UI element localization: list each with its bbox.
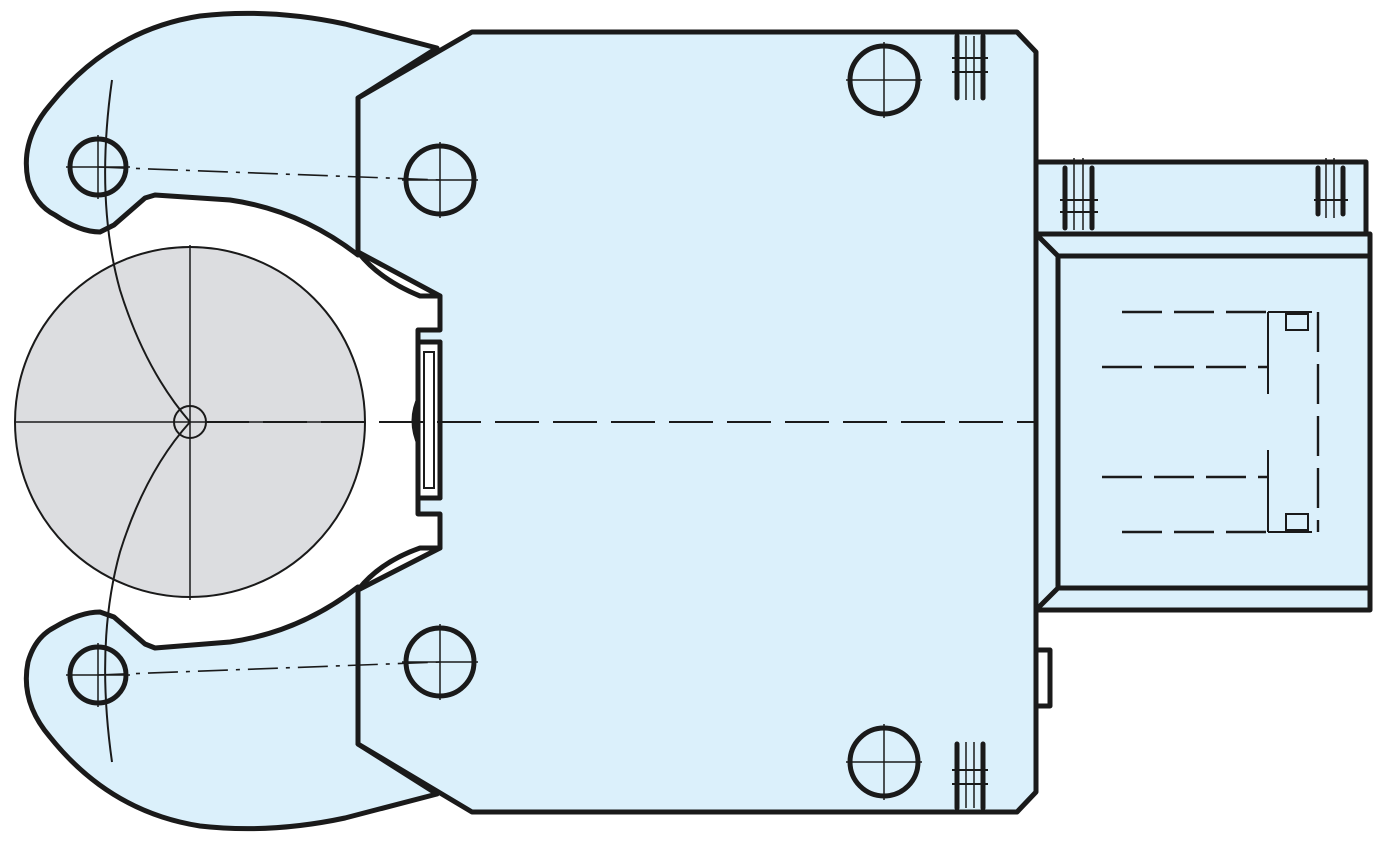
housing-side-notch <box>1033 647 1053 709</box>
upper-swing-arc <box>104 79 191 423</box>
upper-jaw <box>23 10 440 258</box>
housing-thread-lower <box>952 741 988 811</box>
upper-pivot-line <box>97 166 441 181</box>
lower-jaw-pivot-bolt <box>66 643 130 707</box>
drive-body-inner <box>1033 231 1373 613</box>
drive-top-plate-thread-left <box>1060 158 1098 231</box>
drive-top-plate-thread-right <box>1314 158 1348 218</box>
center-pad-inner <box>423 351 435 489</box>
lower-pivot-line <box>97 661 441 676</box>
center-pad <box>415 339 443 501</box>
drive-hidden-details <box>1102 310 1320 534</box>
lower-jaw-contact <box>355 545 443 593</box>
upper-jaw-pivot-bolt <box>66 135 130 199</box>
upper-jaw-contact <box>355 249 443 299</box>
housing-bolt-upper-right <box>846 42 922 118</box>
lower-swing-arc <box>104 421 191 763</box>
drive-body <box>1033 231 1373 613</box>
housing-bolt-lower-right <box>846 724 922 800</box>
housing-bolt-lower-left <box>402 624 478 700</box>
lower-jaw <box>23 584 440 832</box>
housing-bolt-upper-left <box>402 142 478 218</box>
housing-thread-upper <box>952 33 988 101</box>
